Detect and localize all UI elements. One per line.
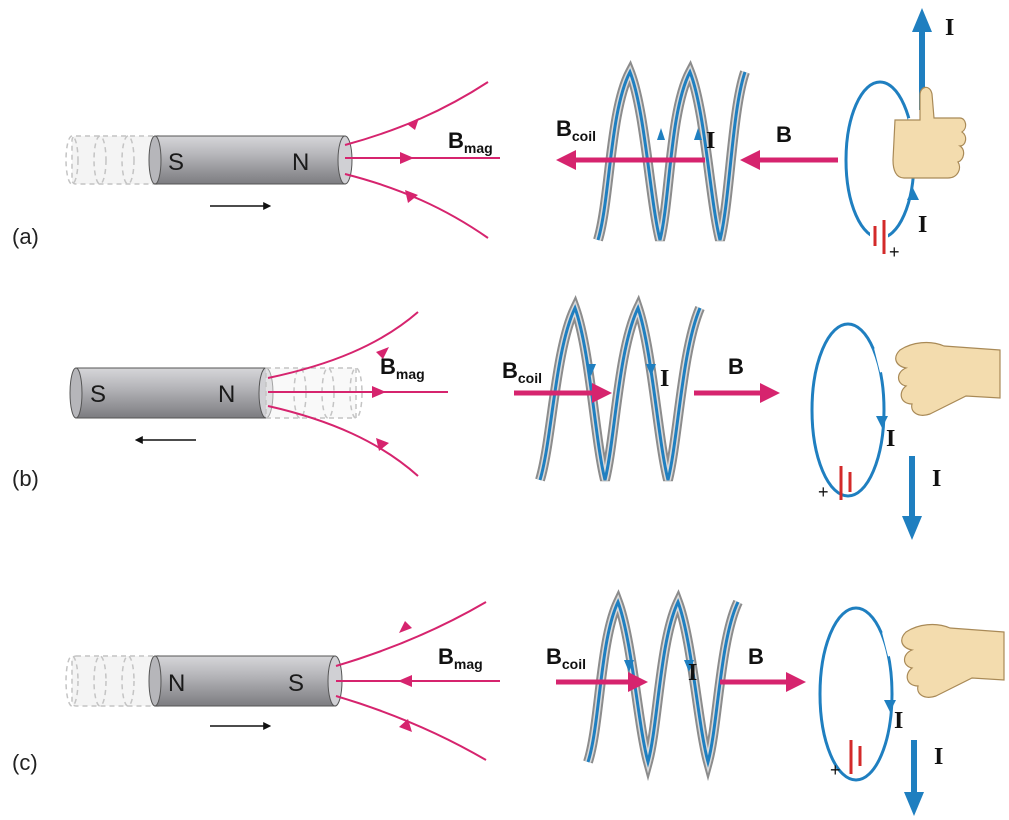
panel-a: (a) S N Bmag <box>12 8 967 262</box>
pole-left-b: S <box>90 381 106 408</box>
field-arrowhead-b2 <box>372 386 386 398</box>
coil-current-arrow-a2 <box>694 128 702 140</box>
field-arrowhead-c2 <box>398 675 412 687</box>
field-arrowhead-c1 <box>399 621 412 633</box>
pole-left-a: S <box>168 149 184 176</box>
coil-b <box>535 294 705 482</box>
current-loop-c <box>818 606 894 782</box>
magnet-ghost-c <box>65 655 163 707</box>
panel-label-c: (c) <box>12 750 38 775</box>
bar-magnet-a <box>148 135 353 185</box>
battery-plus-c: + <box>830 760 841 780</box>
battery-plus-a: + <box>889 242 900 262</box>
panel-c: (c) N S Bmag I <box>12 589 1005 816</box>
bcoil-label-a: Bcoil <box>556 116 596 144</box>
current-label-side-c: I <box>894 708 903 734</box>
coil-current-label-b: I <box>660 366 669 392</box>
rhr-b-label-a: B <box>776 122 792 147</box>
bar-magnet-c <box>148 655 343 707</box>
bcoil-label-b: Bcoil <box>502 358 542 386</box>
rhr-b-label-b: B <box>728 354 744 379</box>
bmag-label-b: Bmag <box>380 354 425 382</box>
field-lines-a <box>344 81 500 239</box>
current-label-side-b: I <box>886 426 895 452</box>
hand-thumb-down-icon <box>895 341 1001 416</box>
coil-current-arrow-b2 <box>646 364 656 376</box>
field-arrowhead-a3 <box>405 190 418 203</box>
field-arrowhead-a1 <box>407 118 419 130</box>
field-arrowhead-c3 <box>399 719 412 732</box>
current-arrowhead-down-c <box>904 792 924 816</box>
coil-current-label-c: I <box>688 660 697 686</box>
panel-label-a: (a) <box>12 224 39 249</box>
current-label-bottom-a: I <box>918 212 927 238</box>
rhr-b-arrowhead-a <box>740 150 760 170</box>
coil-current-arrow-b1 <box>586 364 596 376</box>
bcoil-arrowhead-b <box>592 383 612 403</box>
coil-current-arrow-c1 <box>624 660 634 672</box>
battery-plus-b: + <box>818 482 829 502</box>
coil-current-arrow-a1 <box>657 128 665 140</box>
battery-c <box>846 740 864 774</box>
coil-c <box>583 589 743 782</box>
pole-right-b: N <box>218 381 235 408</box>
bcoil-arrowhead-a <box>556 150 576 170</box>
rhr-b-label-c: B <box>748 644 764 669</box>
current-arrowhead-down-b <box>902 516 922 540</box>
coil-current-label-a: I <box>706 128 715 154</box>
rhr-b-arrowhead-b <box>760 383 780 403</box>
coil-a <box>593 60 750 242</box>
battery-b <box>836 466 854 500</box>
magnet-ghost-a <box>65 135 163 185</box>
current-arrowhead-up-a <box>912 8 932 32</box>
pole-right-a: N <box>292 149 309 176</box>
field-arrowhead-b3 <box>376 438 389 451</box>
field-lines-c <box>335 601 500 761</box>
pole-right-c: S <box>288 670 304 697</box>
hand-thumb-down-icon-c <box>901 623 1005 698</box>
panel-b: (b) S N Bmag I <box>12 294 1001 540</box>
field-arrowhead-b1 <box>376 347 389 359</box>
loop-current-arrow-a <box>907 188 919 200</box>
current-label-top-a: I <box>945 15 954 41</box>
bar-magnet-b <box>69 367 274 419</box>
loop-gap-b <box>874 347 884 373</box>
field-arrowhead-a2 <box>400 152 414 164</box>
battery-a <box>870 220 888 254</box>
hand-thumb-up-icon <box>892 86 967 179</box>
bcoil-label-c: Bcoil <box>546 644 586 672</box>
loop-current-arrow-c <box>884 700 896 712</box>
field-lines-b <box>267 311 448 477</box>
rhr-b-arrowhead-c <box>786 672 806 692</box>
coil-current-arrow-c2 <box>684 660 694 672</box>
current-label-right-b: I <box>932 466 941 492</box>
loop-current-arrow-b <box>876 416 888 428</box>
bmag-label-c: Bmag <box>438 644 483 672</box>
pole-left-c: N <box>168 670 185 697</box>
loop-gap-c <box>882 631 892 657</box>
bmag-label-a: Bmag <box>448 128 493 156</box>
current-label-right-c: I <box>934 744 943 770</box>
current-loop-b <box>810 322 886 498</box>
panel-label-b: (b) <box>12 466 39 491</box>
bcoil-arrowhead-c <box>628 672 648 692</box>
